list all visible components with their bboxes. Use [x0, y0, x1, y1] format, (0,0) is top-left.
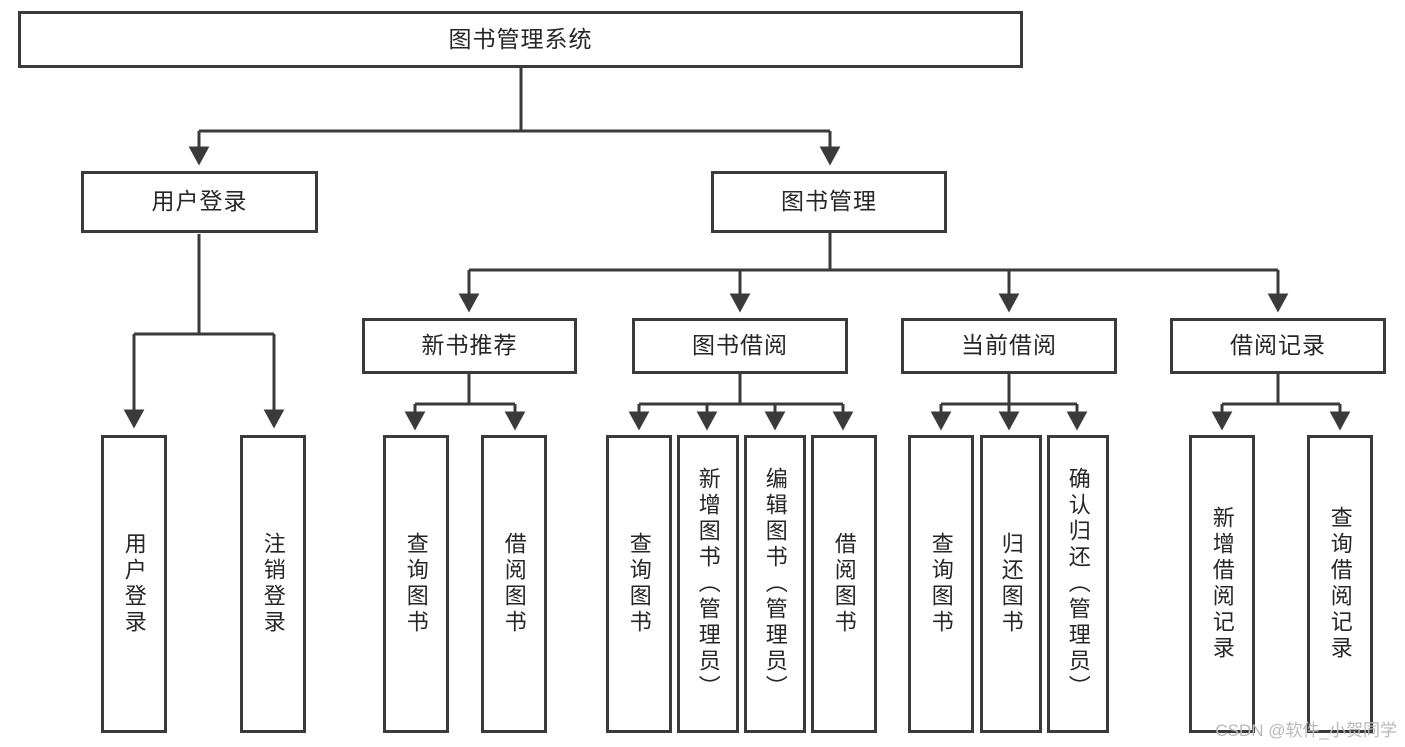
node-label: 查询图书 — [626, 532, 652, 636]
node-book-management[interactable]: 图书管理 — [711, 171, 947, 233]
node-label: 图书管理 — [781, 188, 877, 215]
node-label: 注销登录 — [260, 532, 286, 636]
node-label: 当前借阅 — [961, 332, 1057, 359]
node-label: 查询借阅记录 — [1327, 506, 1353, 662]
leaf-current-borrow-confirm[interactable]: 确认归还（管理员） — [1047, 435, 1109, 733]
leaf-book-borrow-query[interactable]: 查询图书 — [606, 435, 672, 733]
node-label: 用户登录 — [121, 532, 147, 636]
node-label: 图书借阅 — [692, 332, 788, 359]
node-label: 新增图书（管理员） — [695, 467, 721, 701]
node-borrow-record[interactable]: 借阅记录 — [1170, 318, 1386, 374]
leaf-current-borrow-return[interactable]: 归还图书 — [980, 435, 1042, 733]
node-label: 用户登录 — [151, 188, 248, 215]
leaf-new-book-borrow[interactable]: 借阅图书 — [481, 435, 547, 733]
node-label: 确认归还（管理员） — [1065, 467, 1091, 701]
watermark-text: CSDN @软件_小贺同学 — [1215, 721, 1397, 740]
node-label: 借阅图书 — [501, 532, 527, 636]
leaf-user-login-login[interactable]: 用户登录 — [101, 435, 167, 733]
node-label: 查询图书 — [403, 532, 429, 636]
node-new-book-recommend[interactable]: 新书推荐 — [362, 318, 577, 374]
leaf-borrow-record-add[interactable]: 新增借阅记录 — [1189, 435, 1255, 733]
node-label: 归还图书 — [998, 532, 1024, 636]
node-label: 新增借阅记录 — [1209, 506, 1235, 662]
node-user-login[interactable]: 用户登录 — [81, 171, 318, 233]
leaf-new-book-query[interactable]: 查询图书 — [383, 435, 449, 733]
leaf-book-borrow-add[interactable]: 新增图书（管理员） — [677, 435, 739, 733]
node-label: 查询图书 — [928, 532, 954, 636]
leaf-user-login-logout[interactable]: 注销登录 — [240, 435, 306, 733]
leaf-book-borrow-edit[interactable]: 编辑图书（管理员） — [744, 435, 806, 733]
leaf-borrow-record-query[interactable]: 查询借阅记录 — [1307, 435, 1373, 733]
node-label: 编辑图书（管理员） — [762, 467, 788, 701]
node-book-borrow[interactable]: 图书借阅 — [632, 318, 848, 374]
node-root-system[interactable]: 图书管理系统 — [18, 11, 1023, 68]
node-current-borrow[interactable]: 当前借阅 — [901, 318, 1117, 374]
node-label: 新书推荐 — [421, 332, 518, 359]
node-label: 借阅图书 — [831, 532, 857, 636]
leaf-book-borrow-borrow[interactable]: 借阅图书 — [811, 435, 877, 733]
node-label: 借阅记录 — [1230, 332, 1326, 359]
leaf-current-borrow-query[interactable]: 查询图书 — [908, 435, 974, 733]
node-label: 图书管理系统 — [448, 25, 593, 52]
